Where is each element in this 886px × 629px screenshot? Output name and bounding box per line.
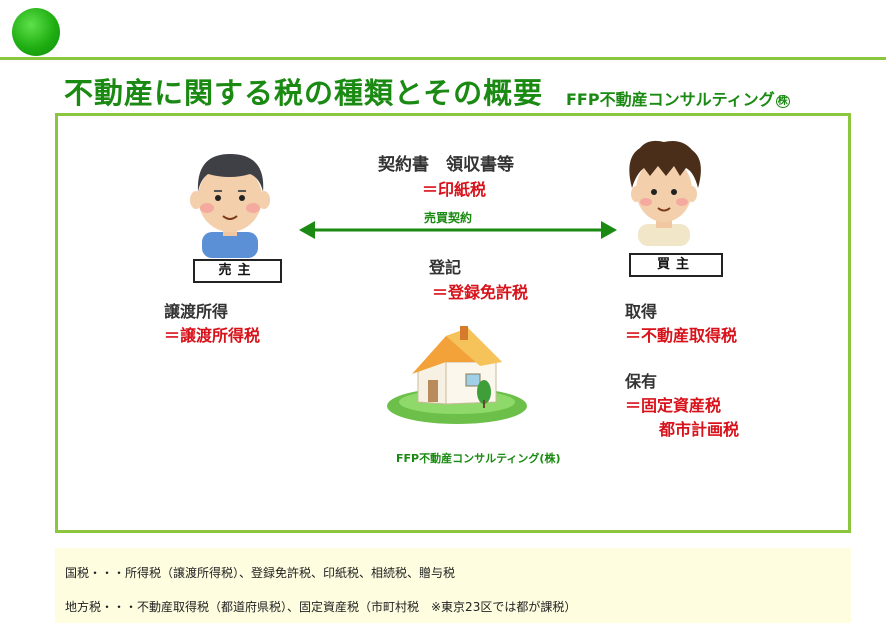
registration-tax-label: ＝登録免許税	[432, 283, 529, 302]
company-suffix: 株	[775, 95, 790, 108]
local-tax-line: 地方税・・・不動産取得税（都道府県税）、固定資産税（市町村税 ※東京23区では都…	[65, 600, 577, 614]
company-name-text: FFP不動産コンサルティング	[566, 90, 775, 109]
national-tax-line: 国税・・・所得税（譲渡所得税）、登録免許税、印紙税、相続税、贈与税	[65, 566, 456, 580]
holding-label: 保有	[625, 372, 658, 391]
seller-label-box: 売主	[193, 259, 282, 283]
header-divider	[0, 57, 886, 60]
acquisition-label: 取得	[625, 302, 658, 321]
city-planning-tax-label: 都市計画税	[659, 420, 740, 439]
company-logo-text: FFP不動産コンサルティング(株)	[396, 452, 561, 465]
tax-summary-footer: 国税・・・所得税（譲渡所得税）、登録免許税、印紙税、相続税、贈与税 地方税・・・…	[55, 548, 851, 623]
diagram-frame	[55, 113, 851, 533]
page-title: 不動産に関する税の種類とその概要	[64, 76, 544, 110]
sale-contract-label: 売買契約	[424, 211, 473, 225]
contract-documents-label: 契約書 領収書等	[378, 155, 514, 175]
fixed-asset-tax-label: ＝固定資産税	[625, 396, 722, 415]
house-icon	[387, 326, 527, 424]
registration-label: 登記	[429, 258, 462, 277]
double-arrow-icon	[299, 221, 617, 239]
seller-person-icon	[190, 154, 270, 258]
green-circle-icon	[12, 8, 60, 56]
stamp-tax-label: ＝印紙税	[422, 180, 487, 199]
company-name: FFP不動産コンサルティング株	[566, 86, 790, 110]
buyer-label-box: 買主	[629, 253, 723, 277]
acquisition-tax-label: ＝不動産取得税	[625, 326, 738, 345]
transfer-income-tax-label: ＝譲渡所得税	[164, 326, 261, 345]
buyer-person-icon	[629, 140, 701, 246]
transfer-income-label: 譲渡所得	[164, 302, 229, 321]
